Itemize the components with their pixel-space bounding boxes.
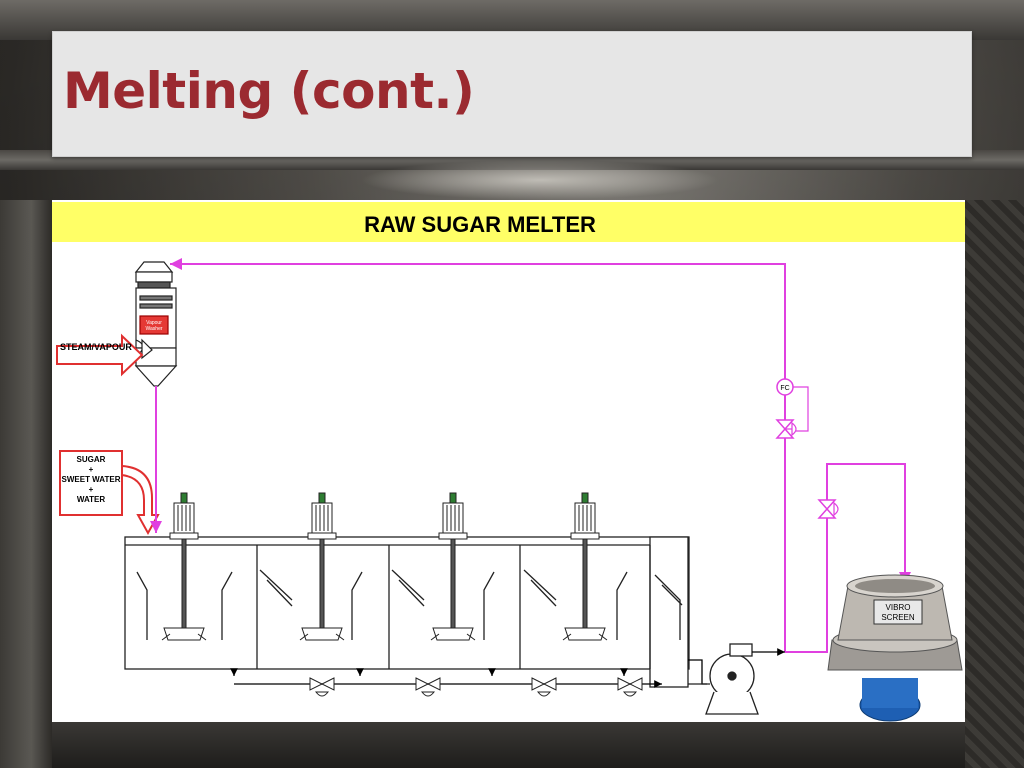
diagram-heading: RAW SUGAR MELTER [364, 212, 596, 237]
agitator [161, 492, 207, 641]
steam-label: STEAM/VAPOUR [60, 342, 132, 352]
title-box: Melting (cont.) [52, 31, 972, 157]
agitator [299, 492, 345, 641]
fc-label: FC [780, 385, 789, 392]
scrubber-label: Vapour [146, 320, 162, 326]
background-grating-right [965, 200, 1024, 768]
feed-label: + [89, 465, 94, 474]
agitator [430, 492, 476, 641]
vibro-screen [827, 574, 963, 722]
vibro-label: VIBRO [886, 603, 911, 612]
background-wall-left [0, 200, 52, 768]
feed-label: SWEET WATER [62, 475, 121, 484]
drain-valve [309, 677, 335, 697]
drain-valve [415, 677, 441, 697]
steam-inlet-arrow [56, 333, 144, 377]
feed-label: SUGAR [77, 455, 106, 464]
feed-label: WATER [77, 495, 106, 504]
flow-controller [775, 378, 809, 439]
drain-valve [531, 677, 557, 697]
transfer-pump [688, 643, 759, 715]
screen-valve [817, 499, 839, 519]
background-highlight [360, 160, 720, 200]
scrubber-label: Washer [145, 326, 162, 332]
drain-valve [617, 677, 643, 697]
feed-box [59, 450, 123, 516]
vapour-scrubber [134, 261, 178, 387]
raw-sugar-melter-diagram: RAW SUGAR MELTER Vapour Washer STEAM/VAP… [52, 200, 965, 722]
vibro-label: SCREEN [881, 613, 915, 622]
diagram-banner [52, 202, 965, 242]
feed-label: + [89, 485, 94, 494]
melter-tank [124, 536, 690, 688]
background-floor [52, 722, 965, 768]
process-lines [150, 258, 911, 653]
agitator [562, 492, 608, 641]
slide-title: Melting (cont.) [63, 62, 475, 120]
